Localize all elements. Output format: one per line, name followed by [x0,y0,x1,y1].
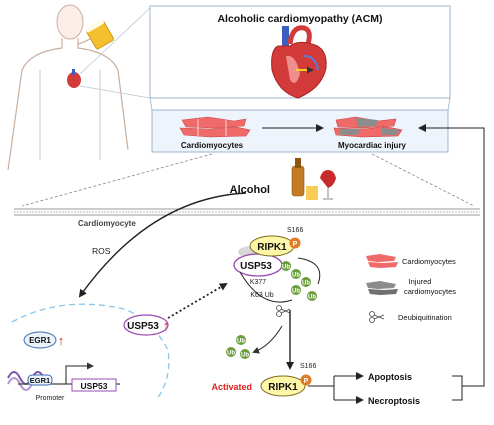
cardiomyocytes-icon [179,116,251,138]
ub-label: Ub [282,265,290,271]
ub-label: Ub [292,273,300,279]
usp53-ripk1-complex: USP53 RIPK1 P S166 Ub Ub Ub Ub Ub K377 K… [233,227,321,303]
beer-glass-icon [85,19,114,50]
ub-label: Ub [227,351,235,357]
k63-ub-label: K63 Ub [250,292,273,299]
phospho-p-icon [300,374,312,386]
legend-scissors-icon [369,311,385,323]
zoom-line [21,153,213,207]
injured-cardiomyocytes-icon [333,116,403,138]
egr1-promoter-box [27,374,53,386]
egr1-oval [23,331,57,349]
usp53-up-arrow: ↑ [163,318,170,333]
ub-label: Ub [241,353,249,359]
s166-label: S166 [300,363,316,370]
usp53-complex-label: USP53 [240,261,272,272]
ub-icon [301,277,311,287]
promoter-label: Promoter [36,395,65,402]
alcohol-bottles-icon [291,158,336,200]
phospho-p-icon [289,237,301,249]
legend-injured-label-2: cardiomyocytes [404,287,456,296]
necroptosis-label: Necroptosis [368,396,420,406]
ros-label: ROS [92,246,111,256]
ub-label: Ub [302,281,310,287]
zoom-line [371,153,475,207]
usp53-gene-label: USP53 [81,381,108,391]
free-ub-icon [240,349,250,359]
transcription-arrow [65,362,94,384]
translocation-arrow [167,282,228,319]
egr1-label: EGR1 [29,336,51,345]
legend: Cardiomyocytes Injured cardiomyocytes De… [366,254,456,323]
small-heart-icon [67,69,81,88]
legend-cardiomyocyte-icon [366,254,398,268]
outcome-bracket [452,375,470,401]
egr1-promoter-label: EGR1 [30,376,50,385]
alcohol-arrow [78,192,247,298]
phospho-p-label: P [304,378,309,385]
ub-icon [291,269,301,279]
cell-membrane [14,208,480,216]
apoptosis-label: Apoptosis [368,372,412,382]
ub-icon [307,291,317,301]
human-figure [7,4,129,171]
ub-release-arrow [252,325,283,354]
egr1-up-arrow: ↑ [58,333,65,348]
zoom-line [79,85,151,99]
usp53-oval [123,314,169,336]
ub-label: Ub [292,289,300,295]
activated-label: Activated [211,382,252,392]
ripk1-activated-label: RIPK1 [268,382,298,393]
phospho-p-label: P [293,241,298,248]
ub-label: Ub [308,295,316,301]
zoom-line [79,7,151,75]
legend-deubiquitination-label: Deubiquitination [398,313,452,322]
myocardial-injury-label: Myocardiac injury [338,141,407,150]
ub-icon [281,261,291,271]
ripk1-activated-oval [260,375,306,397]
k377-label: K377 [250,279,266,286]
s166-label: S166 [287,227,303,234]
legend-injured-label-1: Injured [409,277,432,286]
ub-label: Ub [237,339,245,345]
ub-icon [291,285,301,295]
feedback-arrow [418,124,485,387]
heart-icon [271,25,327,99]
usp53-gene-box [71,378,117,392]
usp53-label: USP53 [127,321,159,332]
scissors-icon [276,305,291,317]
free-ub-icon [226,347,236,357]
cardiomyocytes-label: Cardiomyocytes [181,141,244,150]
page-title: Alcoholic cardiomyopathy (ACM) [217,13,382,25]
legend-injured-icon [366,281,398,295]
ripk1-complex-label: RIPK1 [257,242,287,253]
legend-cardiomyocytes-label: Cardiomyocytes [402,257,456,266]
free-ub-icon [236,335,246,345]
cardiomyocyte-label: Cardiomyocyte [78,219,136,228]
